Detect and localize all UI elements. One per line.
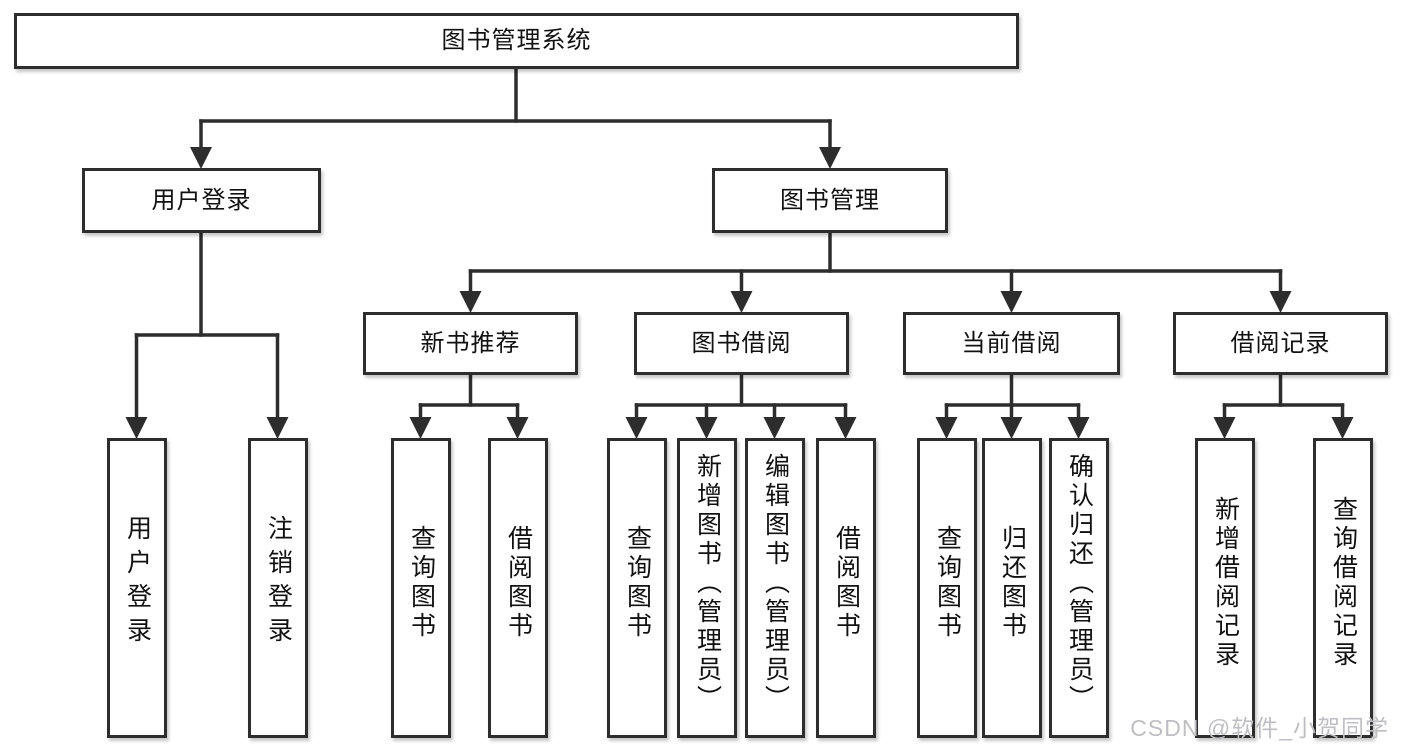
leaf-logout-label: 注销登录 — [264, 515, 293, 651]
watermark: CSDN @软件_小贺同学 — [1130, 715, 1389, 741]
leaf-records-query-record: 查询借阅记录 — [1313, 438, 1373, 738]
node-root-system: 图书管理系统 — [14, 13, 1019, 69]
leaf-current-query-books: 查询图书 — [917, 438, 977, 738]
leaf-current-query-books-label: 查询图书 — [933, 525, 962, 641]
leaf-borrow-query-books: 查询图书 — [607, 438, 667, 738]
leaf-recommend-query-books-label: 查询图书 — [407, 525, 436, 641]
leaf-logout: 注销登录 — [248, 438, 308, 738]
leaf-borrow-edit-books-label: 编辑图书（管理员） — [761, 452, 790, 714]
leaf-records-add-record-label: 新增借阅记录 — [1211, 496, 1240, 670]
leaf-current-return-books: 归还图书 — [982, 438, 1042, 738]
node-borrow-records: 借阅记录 — [1173, 312, 1388, 375]
node-new-book-recommend: 新书推荐 — [363, 312, 578, 375]
leaf-recommend-query-books: 查询图书 — [391, 438, 451, 738]
leaf-user-login-label: 用户登录 — [123, 515, 152, 651]
leaf-borrow-edit-books: 编辑图书（管理员） — [745, 438, 805, 738]
leaf-recommend-borrow-books-label: 借阅图书 — [504, 525, 533, 641]
leaf-borrow-borrow-books: 借阅图书 — [816, 438, 876, 738]
leaf-user-login: 用户登录 — [107, 438, 167, 738]
leaf-records-add-record: 新增借阅记录 — [1195, 438, 1255, 738]
node-book-borrow: 图书借阅 — [634, 312, 849, 375]
leaf-current-confirm-return: 确认归还（管理员） — [1049, 438, 1109, 738]
leaf-borrow-add-books: 新增图书（管理员） — [677, 438, 737, 738]
leaf-current-return-books-label: 归还图书 — [998, 525, 1027, 641]
leaf-records-query-record-label: 查询借阅记录 — [1329, 496, 1358, 670]
leaf-borrow-query-books-label: 查询图书 — [623, 525, 652, 641]
leaf-borrow-borrow-books-label: 借阅图书 — [832, 525, 861, 641]
node-user-login: 用户登录 — [82, 168, 321, 233]
leaf-recommend-borrow-books: 借阅图书 — [488, 438, 548, 738]
node-current-borrow: 当前借阅 — [903, 312, 1120, 375]
leaf-borrow-add-books-label: 新增图书（管理员） — [693, 452, 722, 714]
node-book-management: 图书管理 — [712, 168, 948, 233]
leaf-current-confirm-return-label: 确认归还（管理员） — [1065, 452, 1094, 714]
